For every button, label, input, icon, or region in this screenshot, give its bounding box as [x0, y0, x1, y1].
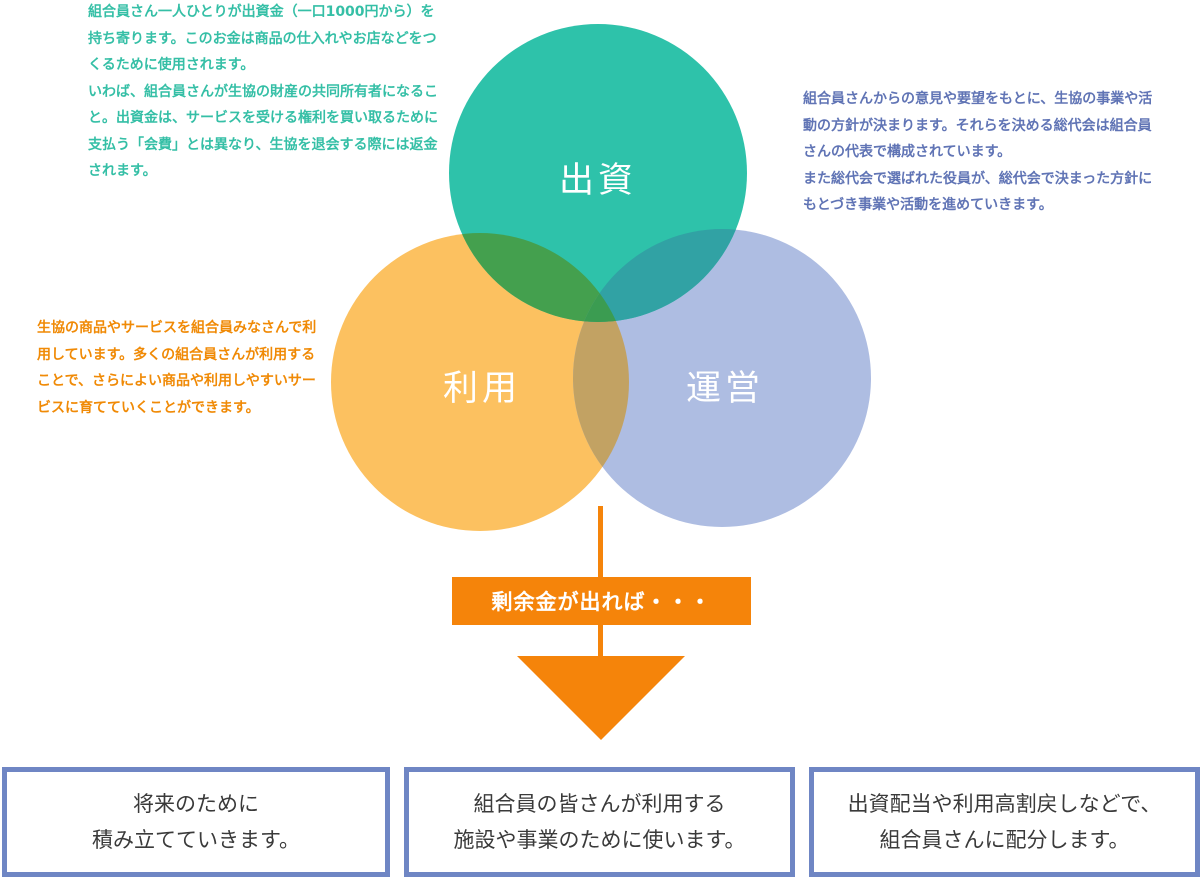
capital-label: 出資: [558, 161, 637, 201]
governance-label: 運営: [685, 369, 764, 409]
outcome-box-facilities: 組合員の皆さんが利用する 施設や事業のために使います。: [404, 767, 795, 877]
outcome-box-reserve: 将来のために 積み立てていきます。: [2, 767, 390, 877]
capital-governance-overlap: [573, 229, 747, 322]
capital-description: 組合員さん一人ひとりが出資金（一口1000円から）を持ち寄ります。このお金は商品…: [88, 4, 438, 179]
usage-description: 生協の商品やサービスを組合員みなさんで利用しています。多くの組合員さんが利用する…: [37, 320, 317, 416]
outcome-box-distribution: 出資配当や利用高割戻しなどで、 組合員さんに配分します。: [809, 767, 1200, 877]
usage-label: 利用: [442, 369, 521, 409]
surplus-banner: 剰余金が出れば・・・: [452, 577, 751, 625]
down-arrow-icon: [517, 656, 685, 740]
capital-usage-overlap: [449, 233, 629, 322]
governance-description: 組合員さんからの意見や要望をもとに、生協の事業や活動の方針が決まります。それらを…: [803, 91, 1153, 213]
